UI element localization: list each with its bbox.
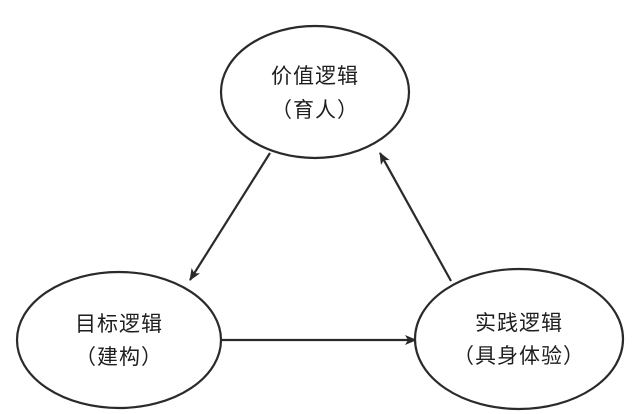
node-goal-logic-subtitle: （建构） (75, 345, 163, 369)
node-value-logic-title: 价值逻辑 (271, 64, 359, 88)
node-practice-logic-subtitle: （具身体验） (453, 344, 585, 368)
node-goal-logic: 目标逻辑 （建构） (15, 270, 223, 410)
node-value-logic: 价值逻辑 （育人） (219, 24, 411, 160)
edge-practice-to-value (379, 152, 452, 282)
edge-value-to-goal (189, 152, 271, 281)
node-goal-logic-title: 目标逻辑 (75, 312, 163, 336)
node-practice-logic: 实践逻辑 （具身体验） (413, 267, 625, 411)
node-practice-logic-title: 实践逻辑 (475, 311, 563, 335)
node-value-logic-subtitle: （育人） (271, 98, 359, 122)
